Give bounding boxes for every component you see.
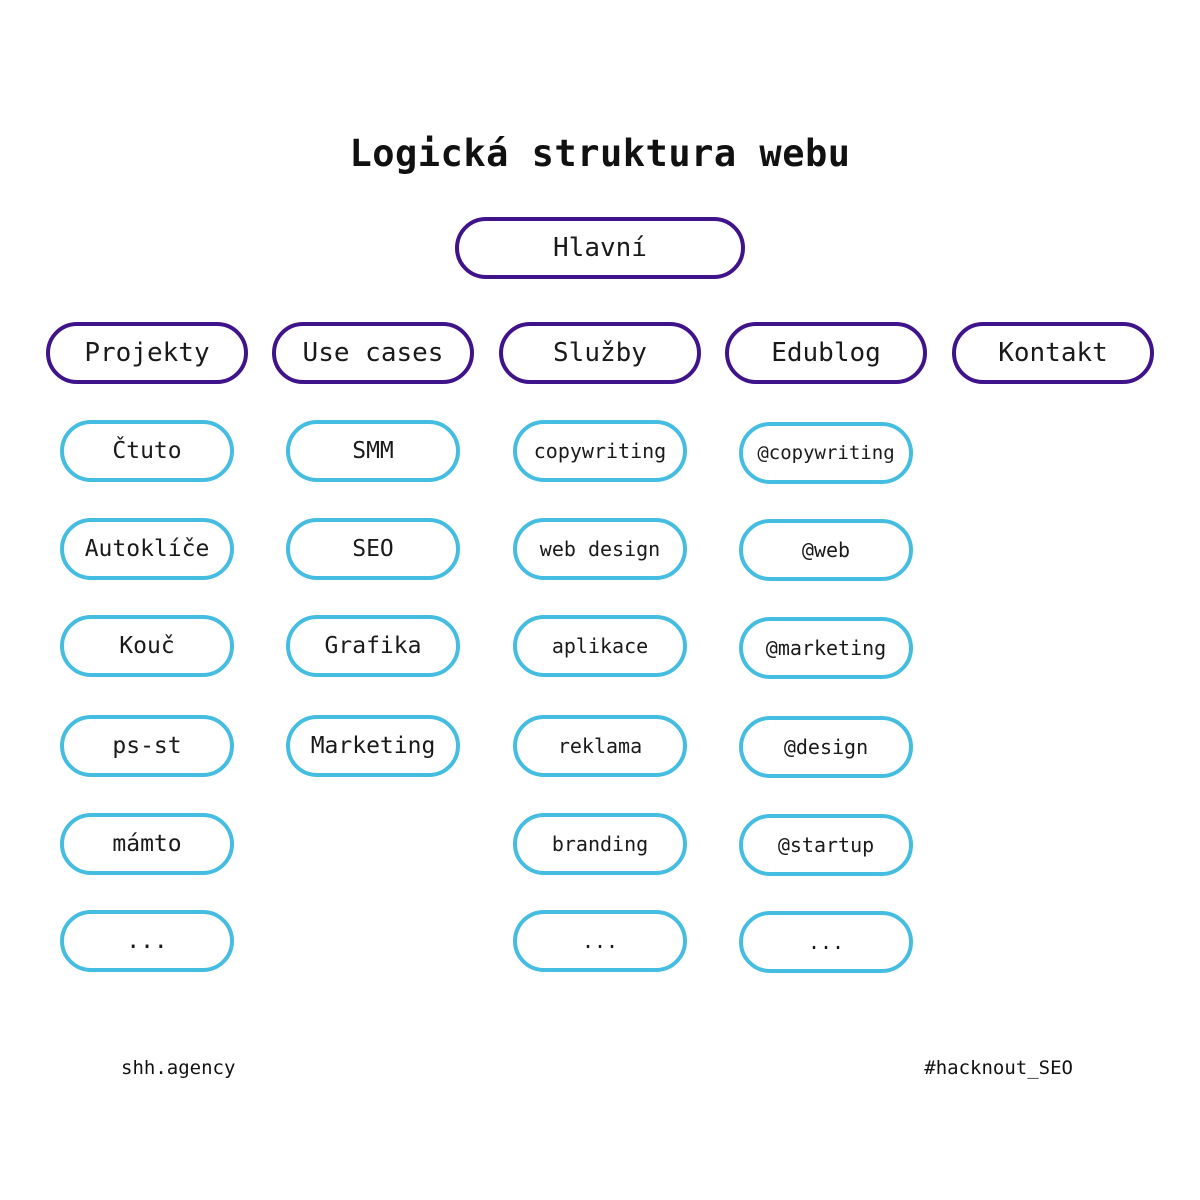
item-sluzby-reklama: reklama (513, 715, 687, 777)
item-projekty-kouc: Kouč (60, 615, 234, 677)
item-sluzby-more: ... (513, 910, 687, 972)
item-projekty-mamto: mámto (60, 813, 234, 875)
section-projekty: Projekty (46, 322, 248, 384)
item-edublog-startup: @startup (739, 814, 913, 876)
footer-agency: shh.agency (121, 1057, 236, 1079)
section-edublog: Edublog (725, 322, 927, 384)
item-use-cases-seo: SEO (286, 518, 460, 580)
footer-hashtag: #hacknout_SEO (924, 1057, 1073, 1079)
item-sluzby-copywriting: copywriting (513, 420, 687, 482)
item-edublog-web: @web (739, 519, 913, 581)
item-sluzby-web-design: web design (513, 518, 687, 580)
item-use-cases-smm: SMM (286, 420, 460, 482)
item-sluzby-aplikace: aplikace (513, 615, 687, 677)
node-hlavni: Hlavní (455, 217, 745, 279)
item-edublog-copywriting: @copywriting (739, 422, 913, 484)
item-edublog-more: ... (739, 911, 913, 973)
item-use-cases-marketing: Marketing (286, 715, 460, 777)
section-sluzby: Služby (499, 322, 701, 384)
item-edublog-design: @design (739, 716, 913, 778)
item-sluzby-branding: branding (513, 813, 687, 875)
page-title: Logická struktura webu (349, 132, 851, 175)
item-projekty-autoklice: Autoklíče (60, 518, 234, 580)
item-projekty-ctuto: Čtuto (60, 420, 234, 482)
item-projekty-more: ... (60, 910, 234, 972)
section-kontakt: Kontakt (952, 322, 1154, 384)
section-use-cases: Use cases (272, 322, 474, 384)
item-projekty-ps-st: ps-st (60, 715, 234, 777)
item-edublog-marketing: @marketing (739, 617, 913, 679)
item-use-cases-grafika: Grafika (286, 615, 460, 677)
